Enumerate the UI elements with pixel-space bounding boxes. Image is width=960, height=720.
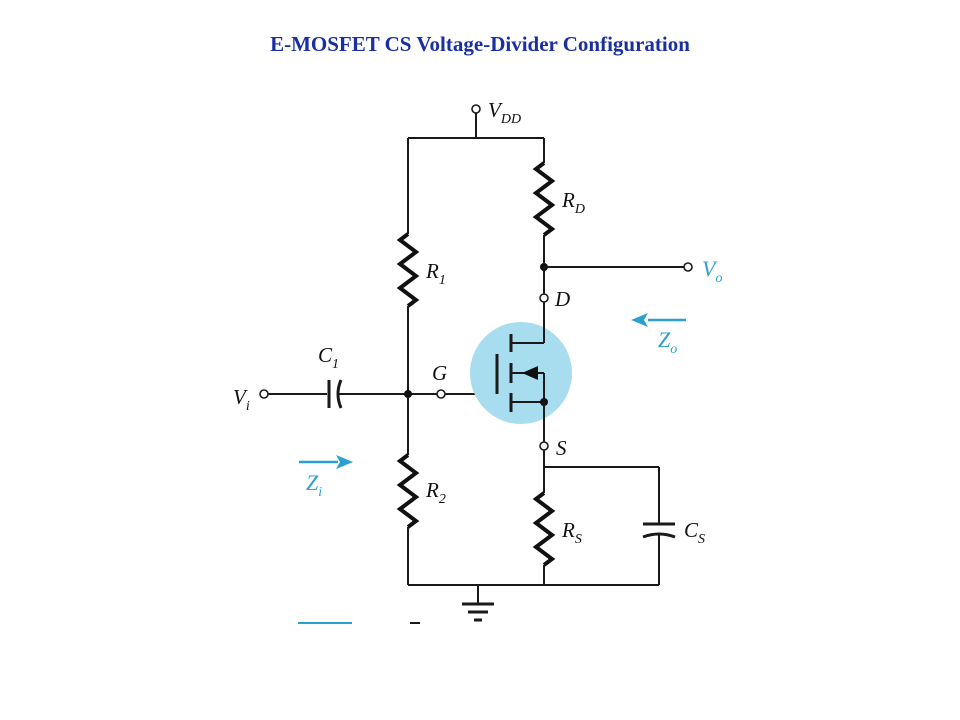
svg-text:C1: C1 — [318, 343, 339, 372]
vi-label: V — [233, 385, 248, 409]
svg-text:Vi: Vi — [233, 385, 250, 414]
resistor-r2: R2 — [396, 394, 446, 585]
capacitor-cs: CS — [544, 466, 705, 585]
gate-terminal — [436, 389, 446, 399]
vi-label-sub: i — [246, 399, 250, 414]
svg-text:Vo: Vo — [702, 256, 722, 286]
rd-label-sub: D — [574, 202, 585, 217]
source-terminal — [539, 441, 549, 451]
gate-label: G — [432, 361, 447, 385]
rs-label: R — [561, 518, 575, 542]
r2-label-sub: 2 — [439, 492, 446, 507]
c1-label: C — [318, 343, 333, 367]
mosfet-transistor — [470, 302, 572, 442]
vdd-label: V — [488, 98, 503, 122]
cs-label: C — [684, 518, 699, 542]
svg-text:R1: R1 — [425, 259, 446, 288]
vdd-terminal — [471, 104, 481, 114]
zi-label: Z — [306, 470, 319, 495]
left-arrow-icon — [631, 313, 648, 327]
zo-label-sub: o — [670, 342, 677, 357]
right-arrow-icon — [336, 455, 353, 469]
r2-label: R — [425, 478, 439, 502]
svg-text:Zi: Zi — [306, 470, 322, 500]
vdd-supply: VDD — [471, 98, 521, 138]
svg-text:RS: RS — [561, 518, 582, 547]
substrate-arrow-icon — [522, 366, 538, 380]
vo-terminal — [683, 262, 693, 272]
vo-label-sub: o — [715, 271, 722, 286]
rs-label-sub: S — [575, 532, 582, 547]
zi-label-sub: i — [318, 485, 322, 500]
rd-label: R — [561, 188, 575, 212]
svg-text:Zo: Zo — [658, 327, 677, 357]
vdd-label-sub: DD — [500, 112, 521, 127]
resistor-rd: RD — [532, 138, 585, 294]
svg-text:VDD: VDD — [488, 98, 521, 127]
vi-terminal — [259, 389, 269, 399]
svg-text:RD: RD — [561, 188, 585, 217]
drain-terminal — [539, 293, 549, 303]
resistor-r1: R1 — [396, 138, 446, 394]
c1-label-sub: 1 — [332, 357, 339, 372]
vo-label: V — [702, 256, 718, 281]
zi-arrow: Zi — [299, 455, 353, 500]
ground-icon — [462, 585, 494, 622]
gate-junction — [404, 390, 412, 398]
zo-arrow: Zo — [631, 313, 686, 357]
resistor-rs: RS — [532, 450, 582, 585]
capacitor-c1 — [327, 379, 343, 409]
drain-label: D — [554, 287, 570, 311]
page-title: E-MOSFET CS Voltage-Divider Configuratio… — [270, 32, 690, 56]
input-stage: Vi C1 G — [233, 343, 494, 414]
r1-label-sub: 1 — [439, 273, 446, 288]
r1-label: R — [425, 259, 439, 283]
cs-label-sub: S — [698, 532, 705, 547]
output-stage: Vo — [540, 256, 722, 286]
svg-text:CS: CS — [684, 518, 705, 547]
svg-text:R2: R2 — [425, 478, 446, 507]
zo-label: Z — [658, 327, 671, 352]
source-label: S — [556, 436, 567, 460]
